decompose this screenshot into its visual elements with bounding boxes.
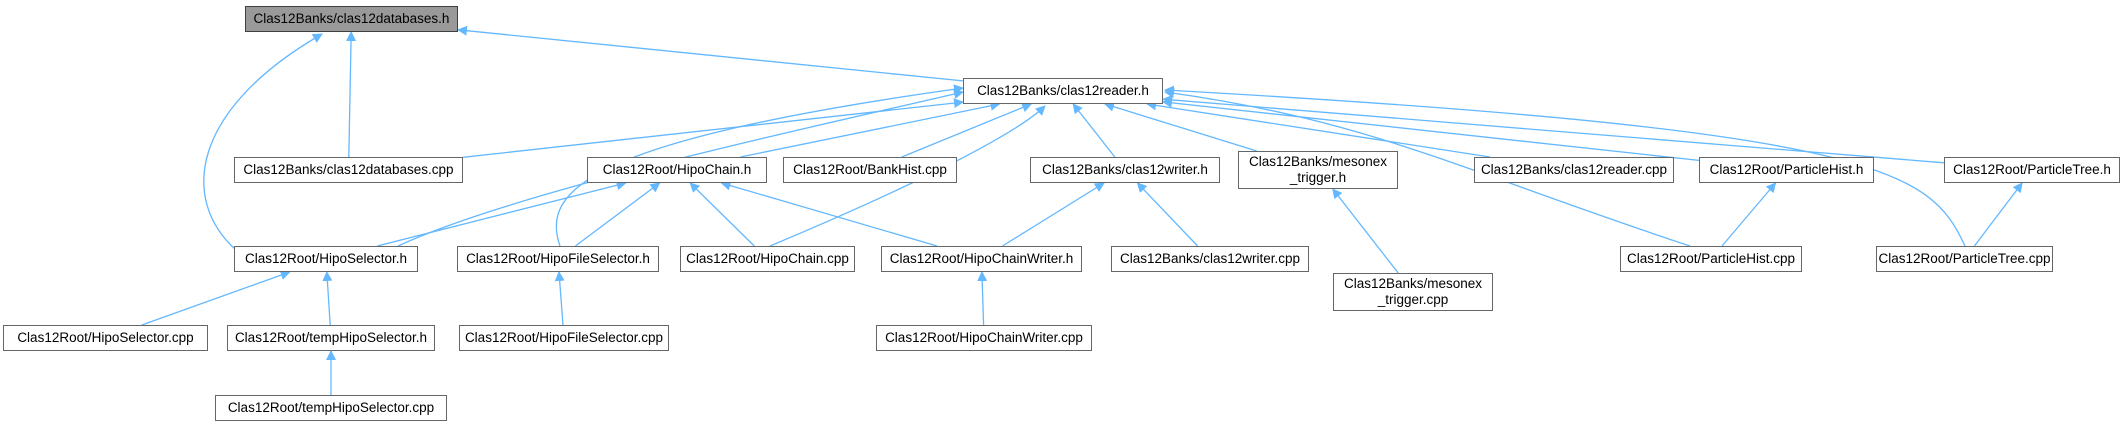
node-clas12writer-cpp[interactable]: Clas12Banks/clas12writer.cpp	[1111, 246, 1309, 272]
edge-n2-n0	[203, 33, 323, 251]
node-hipochain-h[interactable]: Clas12Root/HipoChain.h	[587, 157, 767, 183]
node-hipochainwriter-cpp[interactable]: Clas12Root/HipoChainWriter.cpp	[876, 325, 1092, 351]
edge-n13-n4	[720, 180, 938, 247]
node-hipochainwriter-h[interactable]: Clas12Root/HipoChainWriter.h	[881, 246, 1082, 272]
edge-n16-n1	[1164, 88, 1691, 247]
edge-n1-n0	[457, 25, 964, 82]
edge-n2-n4	[377, 180, 627, 247]
edge-n3-n1	[462, 98, 964, 158]
node-clas12writer-h[interactable]: Clas12Banks/clas12writer.h	[1030, 157, 1220, 183]
edge-n4-n1	[740, 100, 1001, 158]
edge-n14-n6	[1136, 182, 1199, 247]
edge-n6-n1	[1072, 103, 1116, 158]
node-hipofileselector-cpp[interactable]: Clas12Root/HipoFileSelector.cpp	[459, 325, 669, 351]
edge-n15-n7	[1332, 188, 1399, 274]
node-mesonex-trigger-cpp[interactable]: Clas12Banks/mesonex _trigger.cpp	[1333, 273, 1493, 311]
edge-n9-n1	[1162, 97, 1700, 162]
edge-n19-n2	[322, 271, 333, 326]
node-clas12databases-cpp[interactable]: Clas12Banks/clas12databases.cpp	[234, 157, 463, 183]
edge-n3-n0	[346, 31, 357, 158]
node-hiposelector-h[interactable]: Clas12Root/HipoSelector.h	[234, 246, 418, 272]
edge-n10-n1	[1162, 94, 1945, 164]
edge-n21-n13	[977, 271, 988, 326]
node-particletree-cpp[interactable]: Clas12Root/ParticleTree.cpp	[1876, 246, 2053, 272]
node-particlehist-cpp[interactable]: Clas12Root/ParticleHist.cpp	[1620, 246, 1802, 272]
edge-n7-n1	[1104, 101, 1257, 152]
node-temphiposelector-cpp[interactable]: Clas12Root/tempHipoSelector.cpp	[215, 395, 447, 421]
node-temphiposelector-h[interactable]: Clas12Root/tempHipoSelector.h	[227, 325, 435, 351]
node-hiposelector-cpp[interactable]: Clas12Root/HipoSelector.cpp	[3, 325, 208, 351]
edge-n8-n1	[1146, 100, 1490, 158]
node-particlehist-h[interactable]: Clas12Root/ParticleHist.h	[1699, 157, 1874, 183]
edge-n17-n1	[1164, 85, 1966, 247]
node-hipofileselector-h[interactable]: Clas12Root/HipoFileSelector.h	[457, 246, 659, 272]
edge-n18-n2	[141, 270, 291, 326]
node-particletree-h[interactable]: Clas12Root/ParticleTree.h	[1944, 157, 2120, 183]
edge-n20-n11	[554, 271, 565, 326]
edge-n11-n4	[575, 182, 661, 247]
edge-n13-n6	[1002, 182, 1105, 247]
node-clas12databases-h: Clas12Banks/clas12databases.h	[245, 6, 458, 32]
edge-n5-n1	[901, 102, 1033, 158]
edge-n17-n10	[1973, 182, 2023, 247]
node-bankhist-cpp[interactable]: Clas12Root/BankHist.cpp	[783, 157, 957, 183]
edge-n12-n4	[689, 182, 755, 247]
node-hipochain-cpp[interactable]: Clas12Root/HipoChain.cpp	[680, 246, 855, 272]
node-mesonex-trigger-h[interactable]: Clas12Banks/mesonex _trigger.h	[1238, 151, 1398, 189]
node-clas12reader-cpp[interactable]: Clas12Banks/clas12reader.cpp	[1474, 157, 1674, 183]
edge-n16-n9	[1721, 182, 1777, 247]
node-clas12reader-h[interactable]: Clas12Banks/clas12reader.h	[963, 78, 1163, 104]
